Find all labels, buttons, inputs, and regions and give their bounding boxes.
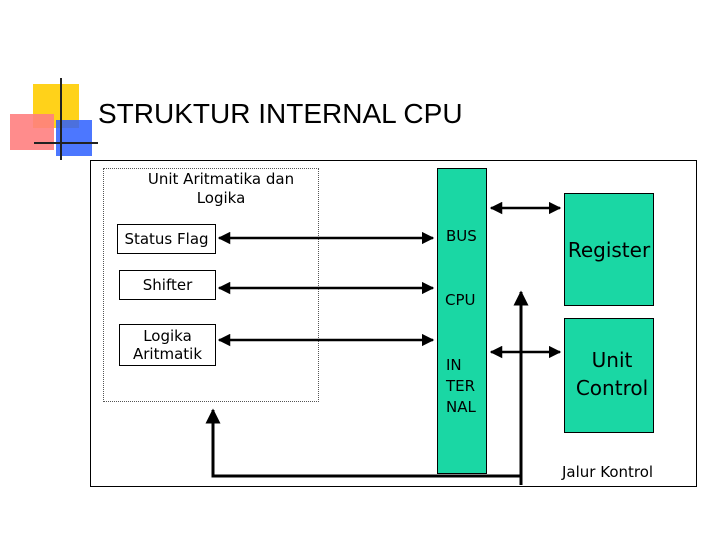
- logika-aritmatik-box: Logika Aritmatik: [119, 324, 216, 366]
- slide-title: STRUKTUR INTERNAL CPU: [98, 98, 463, 129]
- alu-label-line1: Unit Aritmatika dan: [147, 170, 295, 188]
- register-label: Register: [567, 238, 651, 262]
- unit-control-box: [564, 318, 654, 433]
- internal-label: IN TER NAL: [446, 355, 476, 418]
- alu-label-line2: Logika: [196, 189, 246, 207]
- cpu-label: CPU: [445, 291, 476, 309]
- logo-vertical-line: [60, 78, 62, 160]
- jalur-kontrol-label: Jalur Kontrol: [562, 463, 654, 481]
- status-flag-label: Status Flag: [124, 230, 209, 248]
- unit-control-line2: Control: [575, 376, 649, 400]
- logika-label-line1: Logika: [143, 327, 192, 345]
- outer-frame: [90, 160, 697, 487]
- status-flag-box: Status Flag: [117, 224, 216, 254]
- unit-control-label: Unit Control: [564, 346, 660, 402]
- logo-decoration: [8, 78, 98, 168]
- internal-line1: IN: [446, 356, 462, 374]
- logo-horizontal-line: [34, 142, 98, 144]
- unit-control-line1: Unit: [591, 348, 633, 372]
- bus-cpu-internal: [437, 168, 487, 474]
- shifter-label: Shifter: [142, 276, 193, 294]
- shifter-box: Shifter: [119, 270, 216, 300]
- control-line-alu: [205, 408, 523, 485]
- bus-label: BUS: [446, 227, 477, 245]
- logo-blue-square: [56, 120, 92, 156]
- internal-line2: TER: [446, 377, 476, 395]
- logika-label-line2: Aritmatik: [132, 345, 203, 363]
- internal-line3: NAL: [446, 398, 476, 416]
- logo-red-square: [10, 114, 54, 150]
- register-box: [564, 193, 654, 306]
- alu-label: Unit Aritmatika dan Logika: [103, 170, 339, 208]
